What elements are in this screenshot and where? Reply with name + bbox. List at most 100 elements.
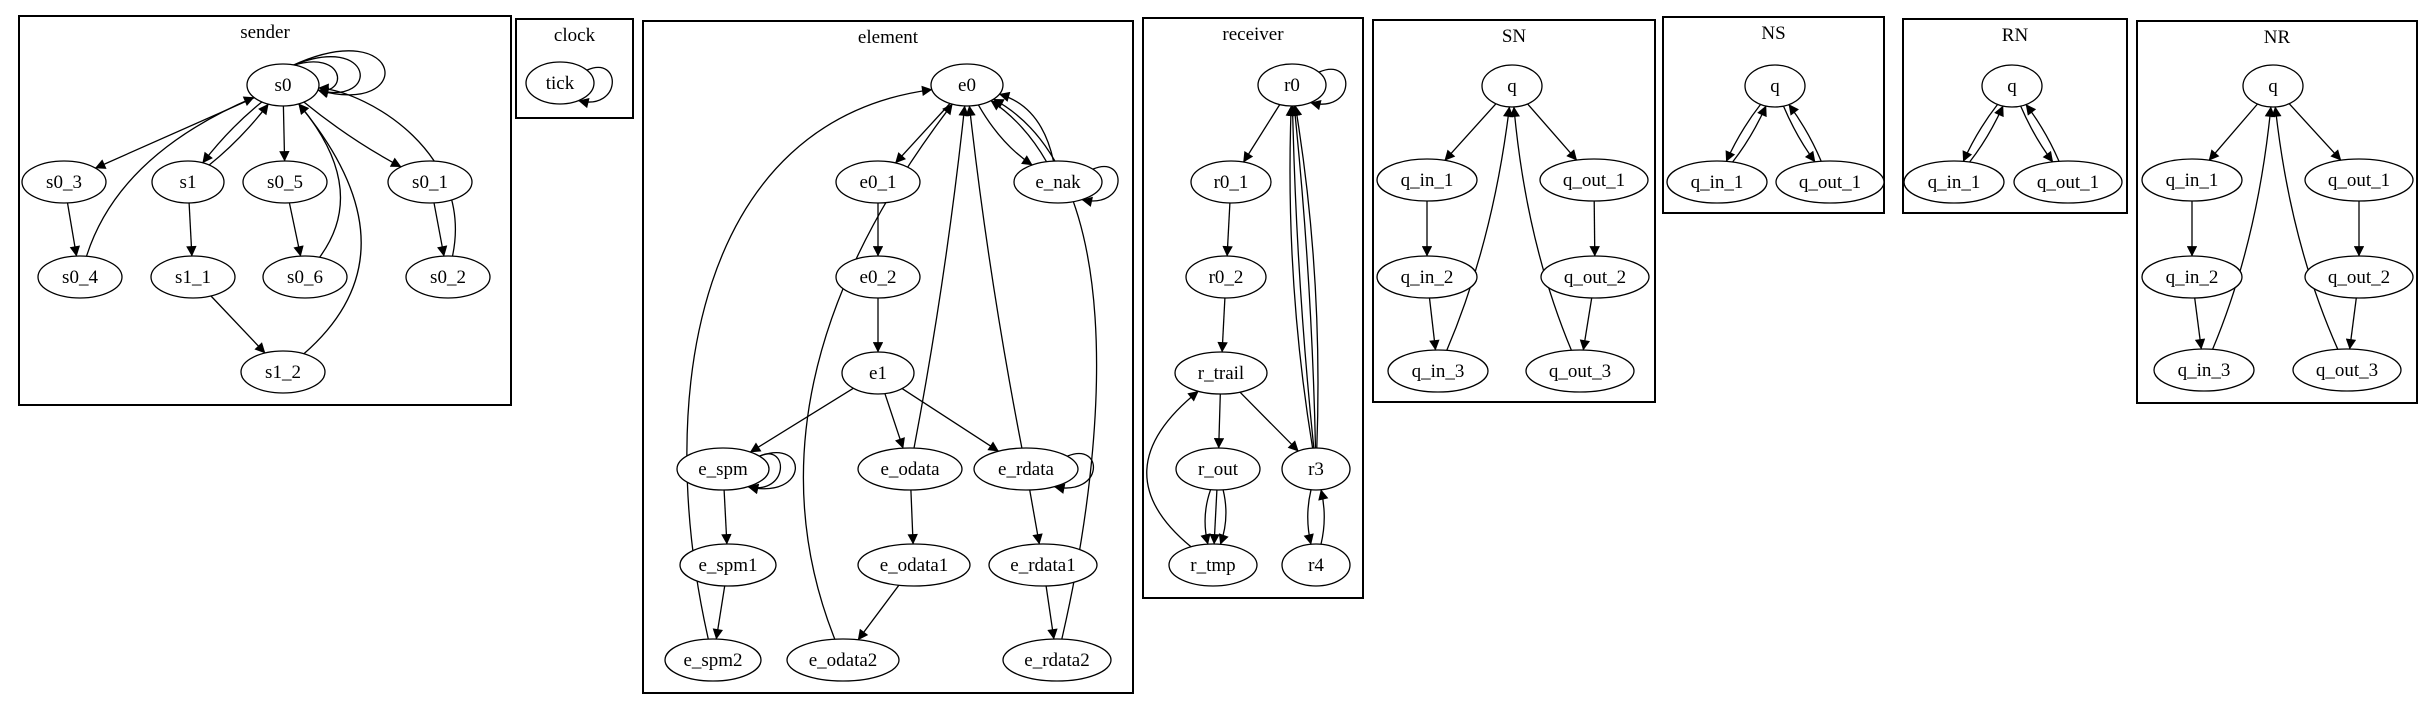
cluster-title-RN: RN <box>2002 25 2029 46</box>
node-e1 <box>841 351 915 395</box>
cluster-title-element: element <box>858 27 919 48</box>
node-label-r_tmp: r_tmp <box>1190 555 1235 576</box>
node-q_out_1 <box>2013 160 2123 204</box>
edge-e1-to-e_rdata <box>901 388 999 452</box>
node-label-q_in_1: q_in_1 <box>2166 170 2219 191</box>
node-label-e0: e0 <box>958 75 976 96</box>
node-q_out_1 <box>1775 160 1885 204</box>
node-label-q_in_1: q_in_1 <box>1691 172 1744 193</box>
node-label-s0_1: s0_1 <box>412 172 448 193</box>
edge-q_in_1-to-q <box>1969 105 2004 163</box>
node-r_trail <box>1174 351 1268 395</box>
node-label-e1: e1 <box>869 363 887 384</box>
cluster-box-receiver <box>1142 17 1364 599</box>
edge-e_odata-to-e_odata1 <box>907 489 918 545</box>
edge-e_nak-to-e0 <box>990 100 1048 163</box>
edge-e_nak-to-e_nak <box>1081 166 1119 207</box>
node-label-e_rdata: e_rdata <box>998 459 1054 480</box>
cluster-box-NR <box>2136 20 2418 404</box>
node-s0_6 <box>262 255 348 299</box>
node-label-q_in_2: q_in_2 <box>1401 267 1454 288</box>
node-label-e_odata1: e_odata1 <box>880 555 949 576</box>
node-e_rdata <box>973 447 1079 491</box>
edge-q-to-q_in_1 <box>1725 103 1762 162</box>
node-q_in_2 <box>1376 255 1478 299</box>
node-q_out_1 <box>2304 158 2414 202</box>
edge-q_out_2-to-q_out_3 <box>1579 297 1593 351</box>
edge-e1-to-e_spm <box>749 387 854 453</box>
edge-e_odata1-to-e_odata2 <box>857 584 900 641</box>
node-label-r0_2: r0_2 <box>1209 267 1244 288</box>
node-label-s0_6: s0_6 <box>287 267 323 288</box>
edge-tick-to-tick <box>578 66 613 109</box>
cluster-box-sender <box>18 15 512 406</box>
edge-r3-to-r0 <box>1287 105 1315 449</box>
edge-s1-to-s0 <box>208 103 269 166</box>
edge-q-to-q_out_1 <box>2288 103 2342 161</box>
node-s0_5 <box>242 160 328 204</box>
node-r0_1 <box>1190 160 1272 204</box>
edge-e0-to-e_nak <box>977 104 1033 166</box>
edge-e_nak-to-e0 <box>998 91 1055 162</box>
node-q_in_1 <box>1376 158 1478 202</box>
cluster-box-clock <box>515 18 634 119</box>
edge-s1_2-to-s0 <box>298 103 362 355</box>
node-e_spm <box>676 447 770 491</box>
edge-s0-to-s0 <box>291 50 386 98</box>
edge-e_odata-to-e0 <box>913 105 969 449</box>
edge-r_out-to-r_tmp <box>1209 489 1220 545</box>
edge-q_out_1-to-q <box>1788 104 1822 162</box>
node-label-e0_2: e0_2 <box>860 267 897 288</box>
cluster-title-SN: SN <box>1502 26 1527 47</box>
edge-r3-to-r0 <box>1285 105 1314 449</box>
node-label-e_rdata1: e_rdata1 <box>1010 555 1075 576</box>
node-s0 <box>246 63 320 107</box>
node-label-r0: r0 <box>1284 75 1300 96</box>
edge-e_spm2-to-e0 <box>686 85 933 640</box>
node-q_in_1 <box>1903 160 2005 204</box>
node-e_spm2 <box>664 638 762 682</box>
node-tick <box>525 61 595 105</box>
edge-r_out-to-r_tmp <box>1218 489 1229 545</box>
edge-r_tmp-to-r_trail <box>1146 390 1199 548</box>
node-e_odata2 <box>786 638 900 682</box>
node-q_in_3 <box>2153 348 2255 392</box>
edge-r0_1-to-r0_2 <box>1222 202 1233 257</box>
node-s0_4 <box>37 255 123 299</box>
node-q <box>1744 64 1806 108</box>
edge-r3-to-r0 <box>1290 105 1317 449</box>
edge-e_rdata1-to-e_rdata2 <box>1045 585 1058 640</box>
edge-e_rdata-to-e0 <box>965 105 1023 449</box>
edge-q_out_1-to-q <box>2025 104 2060 162</box>
node-label-q_out_1: q_out_1 <box>2328 170 2390 191</box>
node-label-s0_2: s0_2 <box>430 267 466 288</box>
edge-q-to-q_out_1 <box>2020 105 2054 163</box>
edge-q-to-q_in_1 <box>1444 103 1497 161</box>
node-label-r_trail: r_trail <box>1198 363 1244 384</box>
edge-r_out-to-r_tmp <box>1200 489 1212 545</box>
node-label-q_in_1: q_in_1 <box>1401 170 1454 191</box>
edge-q_out_3-to-q <box>2271 106 2339 350</box>
node-e_rdata1 <box>988 543 1098 587</box>
node-q_in_2 <box>2141 255 2243 299</box>
edge-q_in_1-to-q <box>1732 105 1767 163</box>
node-label-s0_4: s0_4 <box>62 267 98 288</box>
node-q_out_3 <box>2292 348 2402 392</box>
edge-r3-to-r4 <box>1303 489 1314 545</box>
edge-q-to-q_in_1 <box>2208 103 2258 161</box>
edge-q_in_2-to-q_in_3 <box>2194 297 2206 350</box>
node-q_out_1 <box>1539 158 1649 202</box>
node-label-e_nak: e_nak <box>1035 172 1081 193</box>
cluster-title-sender: sender <box>240 22 290 43</box>
node-e0_1 <box>835 160 921 204</box>
edge-s0-to-s0_5 <box>279 105 290 162</box>
node-label-e_rdata2: e_rdata2 <box>1024 650 1089 671</box>
node-e_odata <box>857 447 963 491</box>
edge-r0-to-r0 <box>1310 68 1347 111</box>
edge-e_spm1-to-e_spm2 <box>712 585 726 640</box>
